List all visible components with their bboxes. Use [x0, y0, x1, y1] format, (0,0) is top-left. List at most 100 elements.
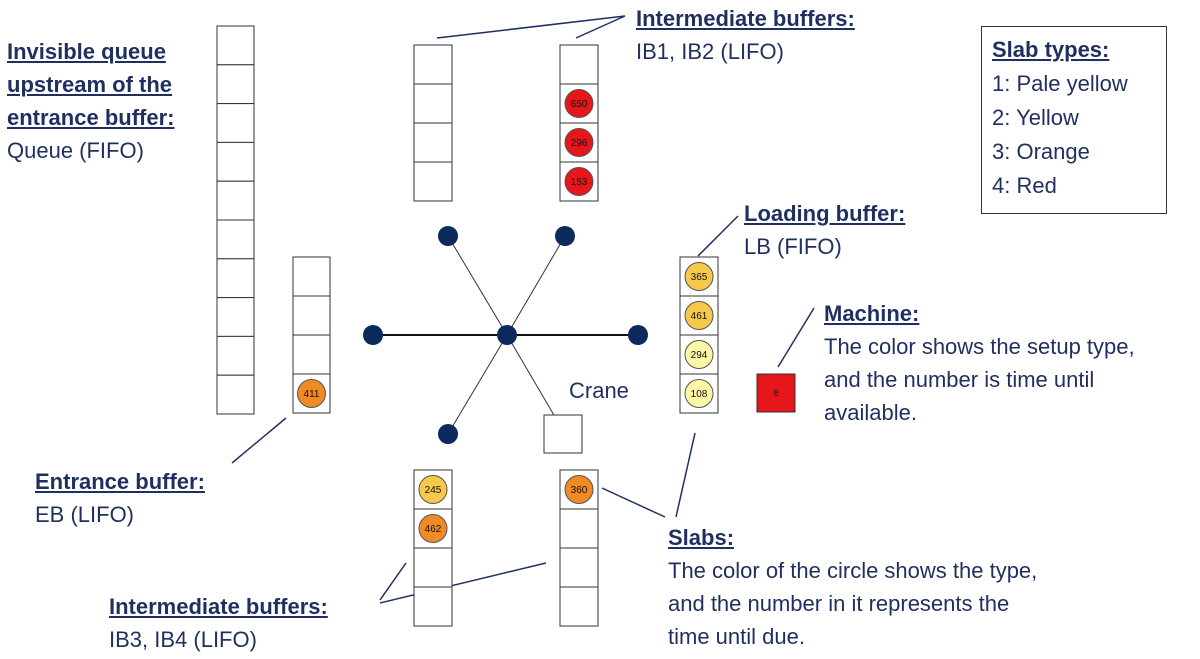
slab-circle [684, 379, 714, 408]
slabs-label-body-2: and the number in it represents the [668, 591, 1010, 616]
slab-circle [684, 301, 714, 330]
entrance-buffer-slot [292, 334, 331, 375]
queue-buffer-slot [216, 219, 255, 260]
slab-circle [564, 167, 594, 196]
ib34-label-head: Intermediate buffers: [109, 594, 328, 619]
slab-circle [418, 475, 448, 504]
leader-slabs-b [675, 432, 696, 518]
node-upper-left [438, 226, 458, 246]
slab-circle [564, 475, 594, 504]
crane-arm-ll [447, 334, 508, 435]
ib1-buffer-slot [413, 44, 453, 85]
entrance-label-head: Entrance buffer: [35, 469, 205, 494]
queue-label: Invisible queue upstream of the entrance… [7, 35, 174, 167]
slab-circle [684, 340, 714, 369]
crane-label-text: Crane [569, 378, 629, 403]
machine-label-body-2: and the number is time until [824, 367, 1095, 392]
machine-label-head: Machine: [824, 301, 920, 326]
node-lower-left [438, 424, 458, 444]
ib3-buffer-slot [413, 547, 453, 588]
queue-buffer-slot [216, 258, 255, 299]
slab-value: 650 [571, 99, 588, 110]
leader-entrance [231, 417, 287, 464]
leader-loading [697, 215, 739, 257]
entrance-label-body: EB (LIFO) [35, 502, 135, 527]
leader-slabs-a [601, 487, 666, 518]
slab-value: 294 [691, 350, 708, 361]
leader-ib4 [379, 562, 547, 604]
queue-buffer-slot [216, 64, 255, 105]
queue-buffer-slot [216, 141, 255, 182]
slab-value: 360 [571, 485, 588, 496]
slabs-label: Slabs: The color of the circle shows the… [668, 521, 1037, 653]
legend-item-1: 1: Pale yellow [992, 71, 1128, 96]
ib12-label: Intermediate buffers: IB1, IB2 (LIFO) [636, 2, 855, 68]
ib1-buffer-slot [413, 161, 453, 202]
queue-label-head-1: Invisible queue [7, 39, 166, 64]
slab-circle [564, 89, 594, 118]
machine: 8 [756, 373, 796, 413]
slab-circle [564, 128, 594, 157]
machine-value: 8 [773, 388, 778, 398]
queue-label-head-2: upstream of the [7, 72, 173, 97]
ib1-buffer-slot [413, 122, 453, 163]
crane-arm-ul [447, 235, 508, 336]
slabs-label-head: Slabs: [668, 525, 735, 550]
machine-box [756, 373, 796, 413]
legend-item-2: 2: Yellow [992, 105, 1079, 130]
ib4-buffer-slot [559, 547, 599, 588]
slab-value: 153 [571, 177, 588, 188]
slab-circle [297, 379, 326, 408]
slab-circle [418, 514, 448, 543]
legend-title: Slab types: [992, 37, 1110, 62]
queue-buffer-slot [216, 374, 255, 415]
legend-item-3: 3: Orange [992, 139, 1090, 164]
slab-types-legend: Slab types: 1: Pale yellow 2: Yellow 3: … [981, 26, 1167, 214]
crane-arm-ur [506, 235, 566, 336]
slab-value: 411 [304, 389, 320, 400]
crane-label: Crane [569, 374, 629, 407]
crane-nodes [363, 226, 648, 444]
slab-value: 108 [691, 389, 708, 400]
node-left [363, 325, 383, 345]
leader-ib2 [575, 15, 626, 39]
slabs-label-body-1: The color of the circle shows the type, [668, 558, 1038, 583]
node-upper-right [555, 226, 575, 246]
slab-value: 296 [571, 138, 588, 149]
entrance-buffer: 411 [292, 256, 331, 414]
queue-label-head-3: entrance buffer: [7, 105, 175, 130]
leader-lines [231, 15, 815, 604]
ib2-buffer-slot [559, 44, 599, 85]
queue-buffer-slot [216, 180, 255, 221]
ib34-label: Intermediate buffers: IB3, IB4 (LIFO) [109, 590, 328, 656]
loading-label-body: LB (FIFO) [744, 234, 842, 259]
queue-buffer [216, 25, 255, 415]
loading-buffer: 365 461 294 108 [679, 256, 719, 414]
slab-value: 365 [691, 272, 708, 283]
entrance-buffer-slot [292, 256, 331, 297]
machine-label-body-3: available. [824, 400, 917, 425]
ib34-label-body: IB3, IB4 (LIFO) [109, 627, 257, 652]
queue-buffer-slot [216, 103, 255, 143]
leader-ib3 [379, 562, 407, 601]
loading-label-head: Loading buffer: [744, 201, 906, 226]
ib4-buffer-slot [559, 586, 599, 627]
leader-ib1 [436, 15, 626, 39]
slabs-label-body-3: time until due. [668, 624, 805, 649]
node-center [497, 325, 517, 345]
ib4-buffer: 360 [559, 469, 599, 627]
crane-box [543, 414, 583, 454]
ib2-buffer: 650 296 153 [559, 44, 599, 202]
slab-value: 461 [691, 311, 708, 322]
ib3-buffer-slot [413, 586, 453, 627]
ib12-label-body: IB1, IB2 (LIFO) [636, 39, 784, 64]
ib1-buffer [413, 44, 453, 202]
ib4-buffer-slot [559, 508, 599, 549]
legend-item-4: 4: Red [992, 173, 1057, 198]
loading-label: Loading buffer: LB (FIFO) [744, 197, 905, 263]
entrance-buffer-slot [292, 295, 331, 336]
queue-label-body: Queue (FIFO) [7, 138, 144, 163]
